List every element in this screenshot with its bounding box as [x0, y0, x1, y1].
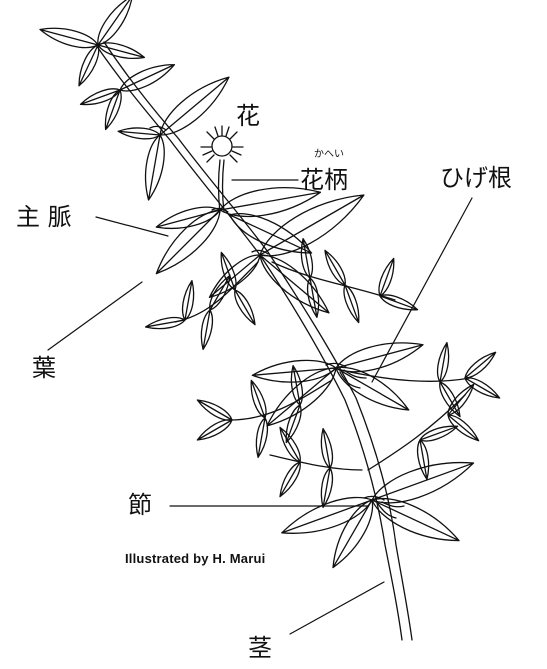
label-adventitious-root: ひげ根: [440, 164, 512, 192]
label-stem: 茎: [248, 634, 272, 662]
label-peduncle: 花柄: [300, 166, 348, 194]
main-stem: [96, 42, 412, 640]
label-node: 節: [128, 491, 152, 519]
label-leaf: 葉: [32, 354, 56, 382]
leader-lines: [48, 180, 472, 634]
label-midrib: 主 脈: [16, 203, 72, 231]
label-flower: 花: [236, 102, 260, 130]
adventitious-roots: [340, 370, 404, 518]
flower-head: [201, 126, 243, 212]
stem-nodes: [150, 126, 384, 500]
label-peduncle-reading: かへい: [314, 149, 344, 160]
illustrator-credit: Illustrated by H. Marui: [125, 551, 266, 566]
leaves: [37, 0, 503, 574]
